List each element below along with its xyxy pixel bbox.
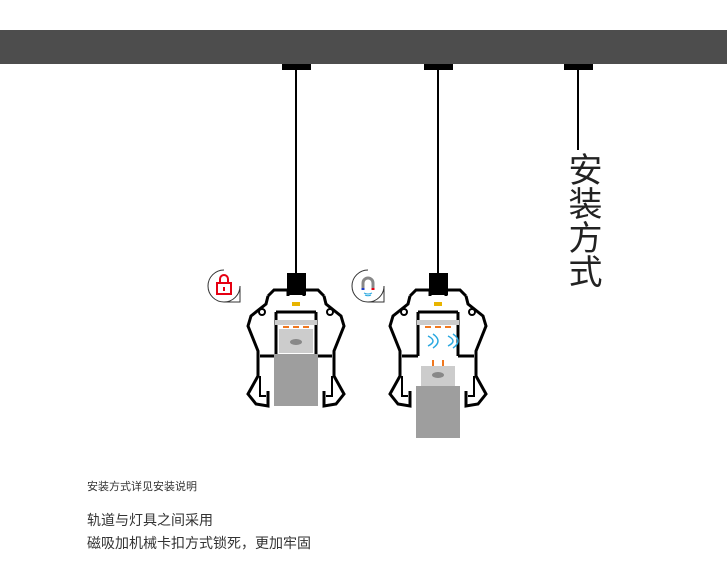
fixture-locked	[246, 288, 346, 408]
install-note: 安装方式详见安装说明	[87, 480, 197, 493]
fixture-detached	[388, 288, 488, 438]
track-rail	[0, 30, 727, 64]
mount-middle	[424, 64, 453, 295]
description-line-1: 轨道与灯具之间采用	[87, 513, 213, 529]
lock-icon	[207, 269, 241, 303]
mount-right	[564, 64, 593, 150]
mount-left	[282, 64, 311, 295]
section-title: 安装方式	[562, 152, 602, 288]
magnet-icon	[351, 269, 385, 303]
description-line-2: 磁吸加机械卡扣方式锁死，更加牢固	[87, 536, 311, 552]
